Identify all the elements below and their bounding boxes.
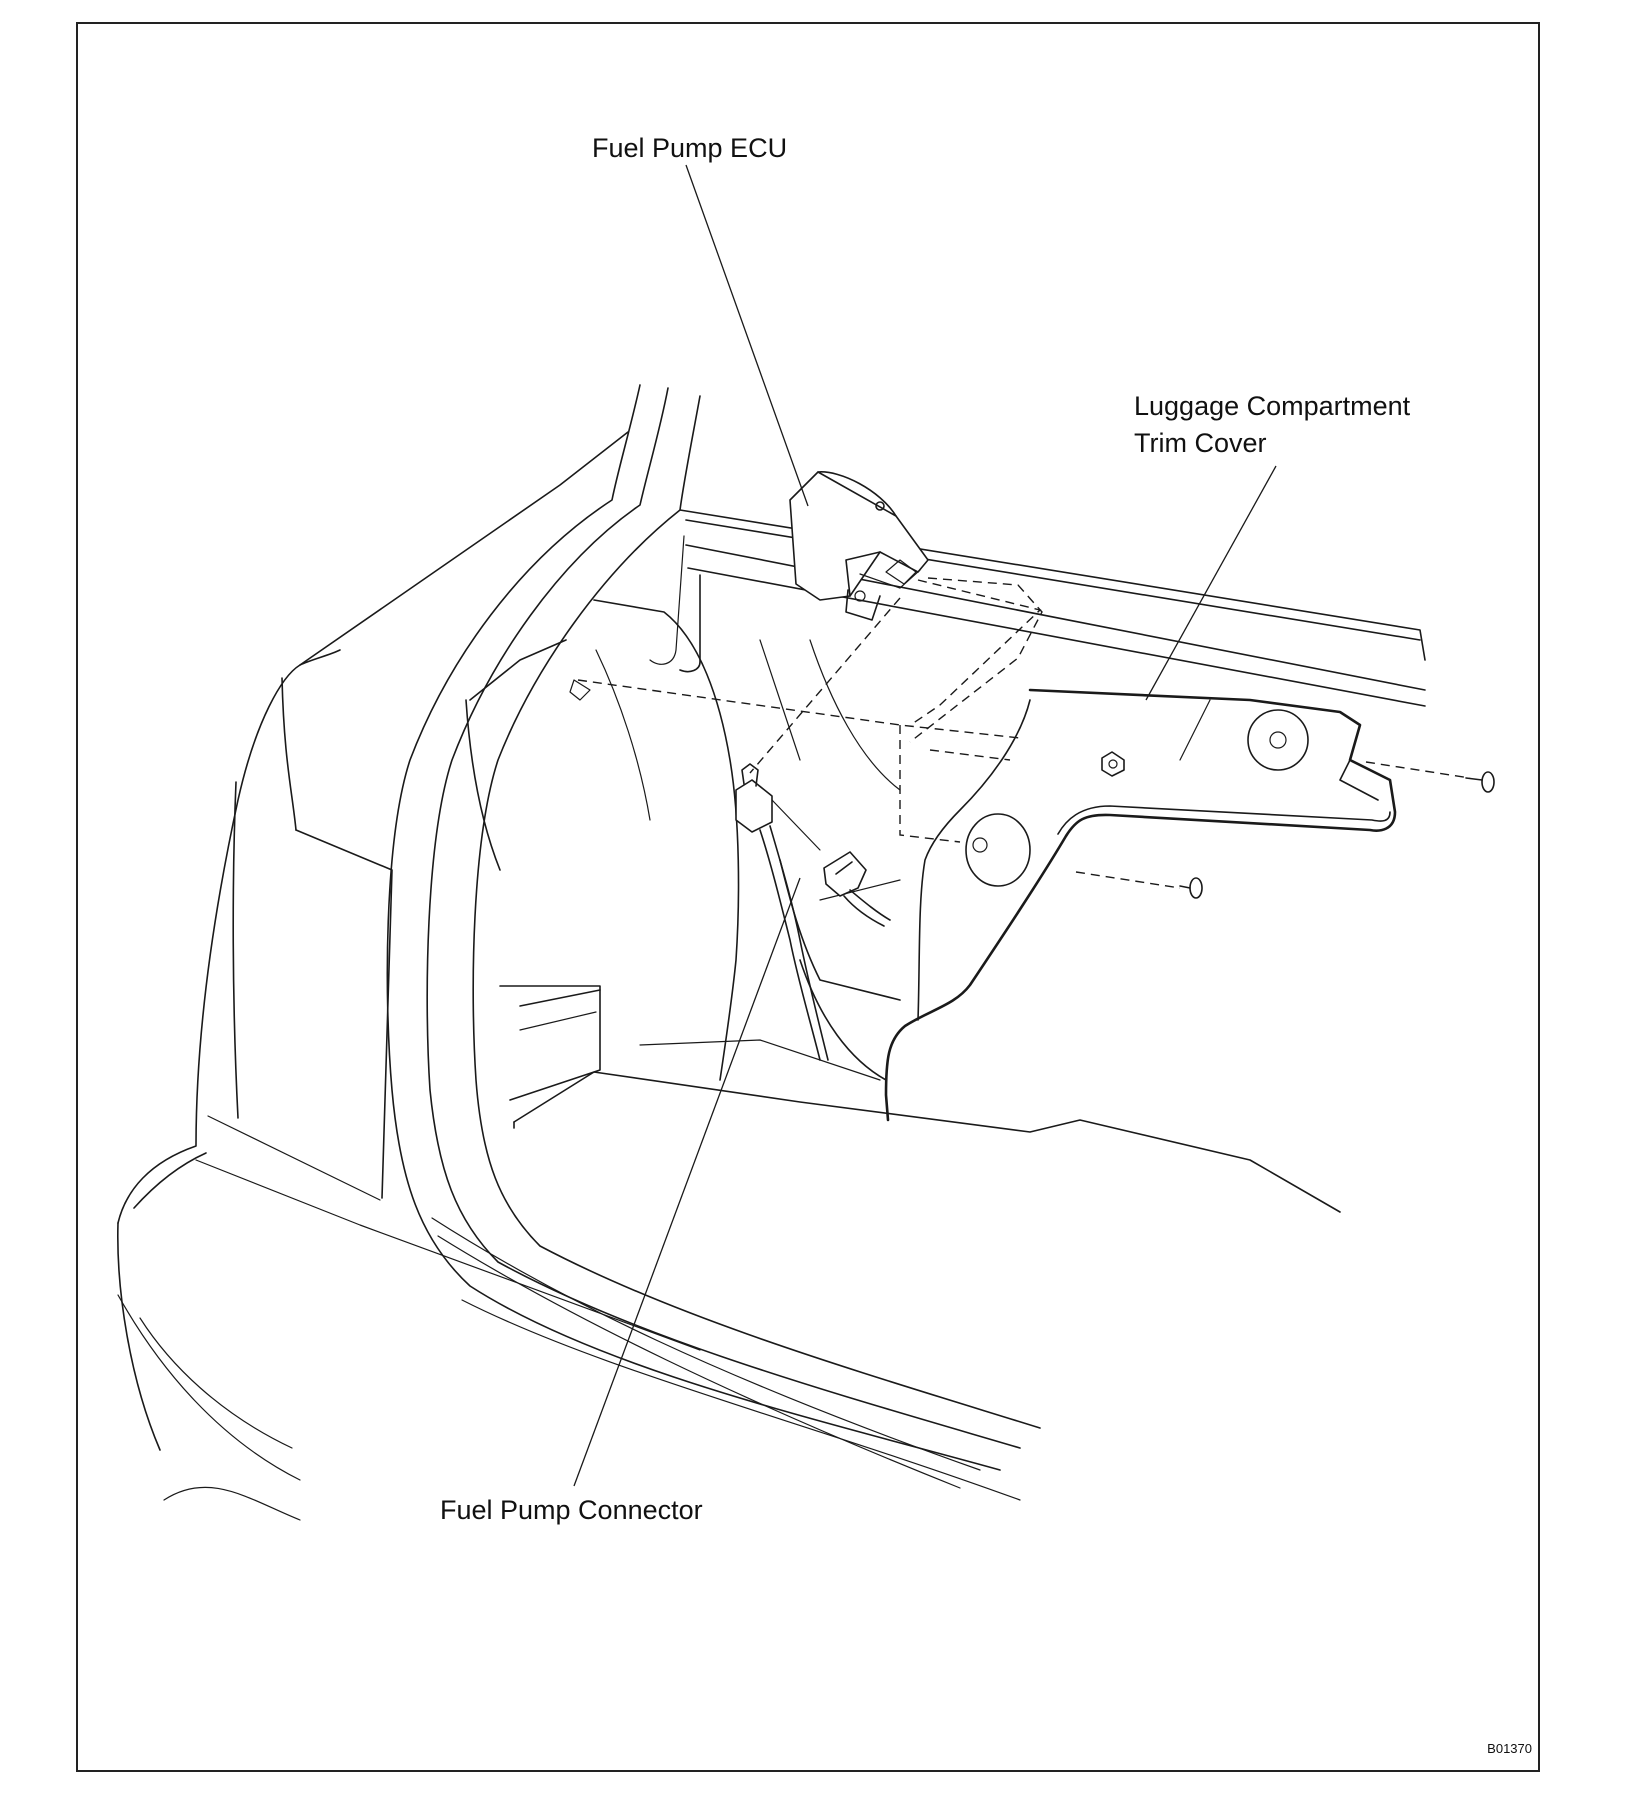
- inner-side-trim: [465, 599, 901, 1101]
- trunk-opening-weatherstrip: [386, 384, 1041, 1501]
- fuel-pump-ecu: [789, 471, 929, 621]
- figure-code: B01370: [1487, 1741, 1532, 1756]
- fuel-pump-connector: [735, 763, 891, 1061]
- label-fuel-pump-connector: Fuel Pump Connector: [440, 1495, 703, 1525]
- figure-frame: [76, 22, 1540, 1772]
- label-luggage-trim-cover: Luggage Compartment Trim Cover: [1134, 388, 1410, 462]
- leader-lines: [573, 164, 1277, 1487]
- label-luggage-trim-line1: Luggage Compartment: [1134, 391, 1411, 421]
- label-fuel-pump-ecu: Fuel Pump ECU: [592, 133, 788, 163]
- luggage-trim-cover-panel: [884, 688, 1397, 1122]
- trunk-floor: [513, 1039, 1341, 1213]
- installation-guides: [577, 577, 1471, 889]
- rear-body-outline: [117, 431, 701, 1521]
- fasteners: [569, 679, 1495, 899]
- label-luggage-trim-line2: Trim Cover: [1134, 428, 1267, 458]
- package-tray: [649, 509, 1426, 707]
